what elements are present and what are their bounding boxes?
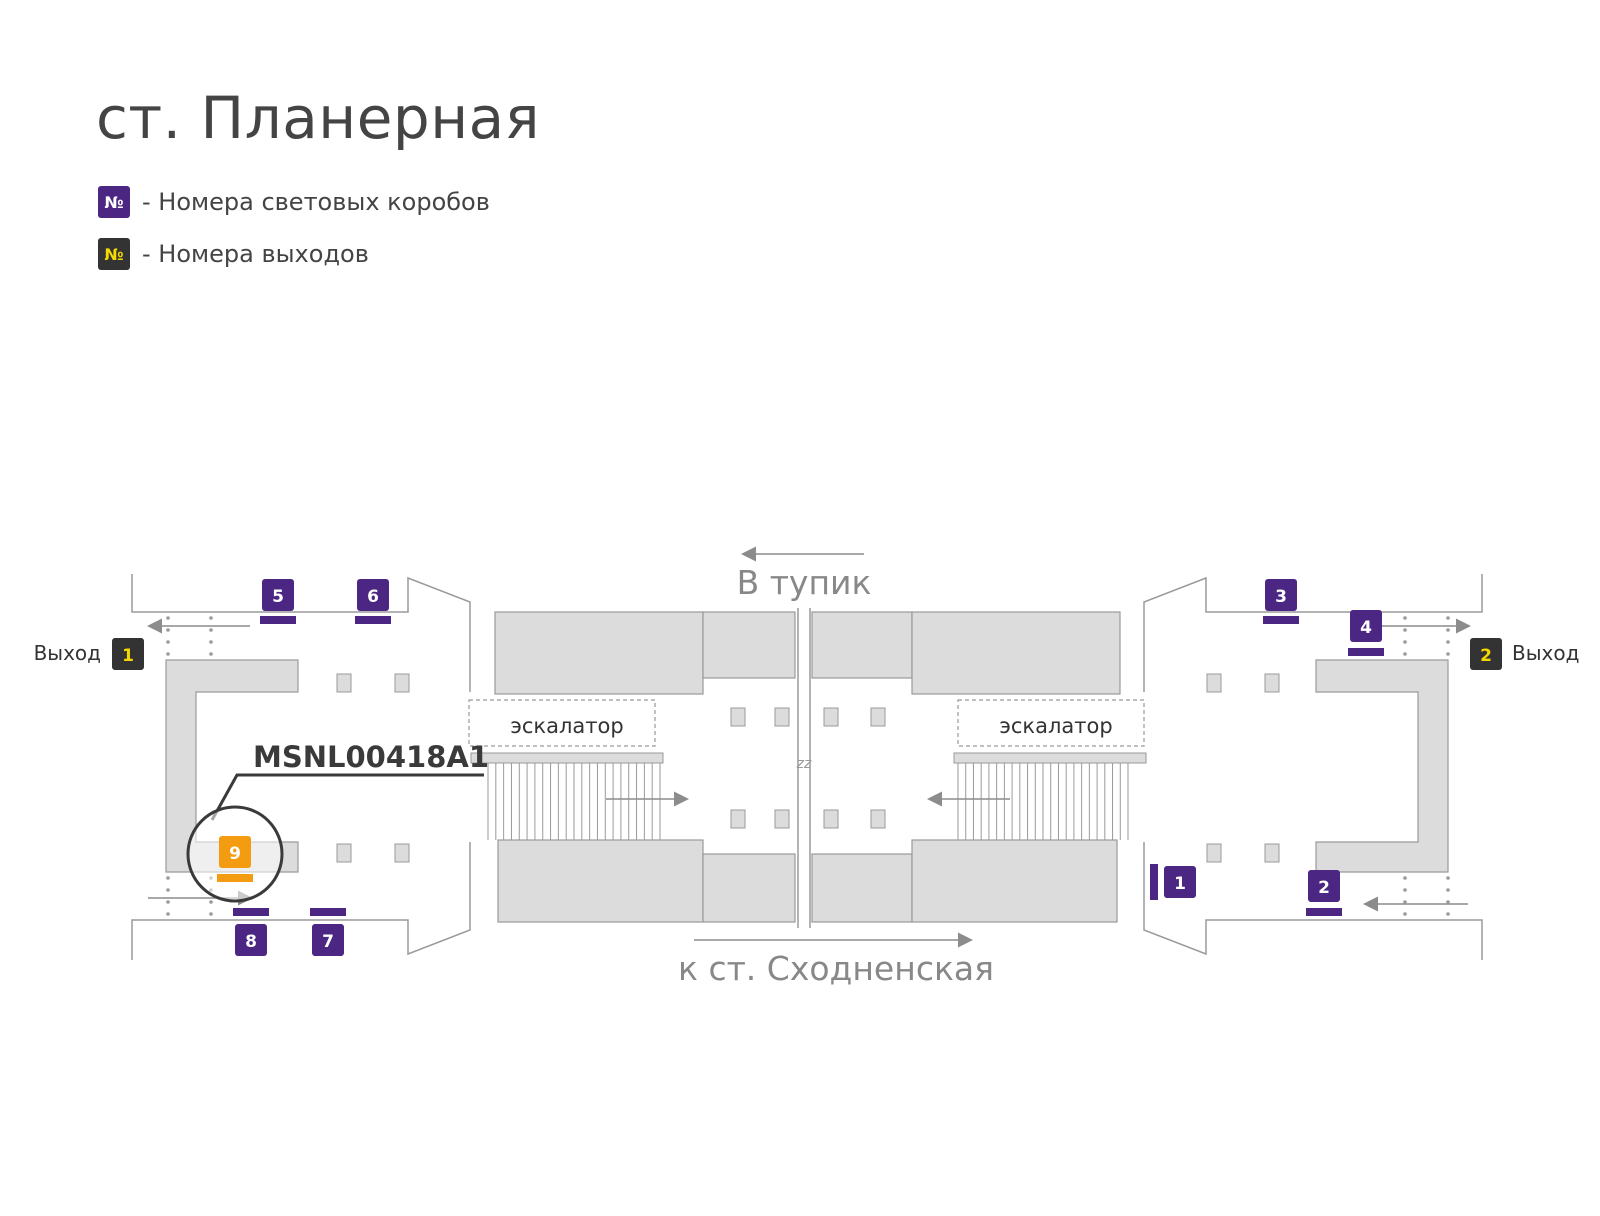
central-divider bbox=[797, 608, 811, 928]
exit-1-number: 1 bbox=[122, 646, 134, 666]
lightbox-1-number: 1 bbox=[1174, 874, 1186, 894]
lightbox-2-number: 2 bbox=[1318, 878, 1330, 898]
escalator-left-label: эскалатор bbox=[510, 714, 623, 738]
middle-mark: zz bbox=[796, 756, 812, 772]
exit-2-badge bbox=[1470, 638, 1502, 670]
highlighted-number: 9 bbox=[229, 844, 241, 864]
lightbox-8: 8 bbox=[233, 908, 269, 956]
lightbox-3: 3 bbox=[1263, 579, 1299, 624]
escalator-right-box bbox=[957, 699, 1145, 747]
left-walls bbox=[131, 574, 471, 960]
lightbox-legend-text: - Номера световых коробов bbox=[142, 188, 490, 216]
right-walls bbox=[1143, 574, 1483, 960]
platform-blocks bbox=[494, 611, 1121, 923]
lightbox-6: 6 bbox=[355, 579, 391, 624]
escalator-left-box bbox=[468, 699, 656, 747]
escalator-right-steps bbox=[957, 763, 1129, 840]
escalator-left-steps bbox=[487, 763, 661, 840]
exit-1-badge bbox=[112, 638, 144, 670]
right-u-block bbox=[1315, 659, 1449, 873]
flow-dots bbox=[166, 616, 1450, 916]
escalator-right-label: эскалатор bbox=[999, 714, 1112, 738]
lightbox-7: 7 bbox=[310, 908, 346, 956]
lightbox-legend-icon: № bbox=[98, 186, 130, 218]
legend-lightbox: № - Номера световых коробов bbox=[98, 186, 490, 218]
lightbox-5-number: 5 bbox=[272, 587, 284, 607]
lightbox-3-number: 3 bbox=[1275, 587, 1287, 607]
exit-1-label: Выход bbox=[34, 641, 101, 665]
lightbox-1: 1 bbox=[1150, 864, 1196, 900]
exit-2-label: Выход bbox=[1512, 641, 1579, 665]
direction-bottom-label: к ст. Сходненская bbox=[678, 949, 994, 988]
lightbox-8-number: 8 bbox=[245, 932, 257, 952]
highlighted-lightbox: 9 MSNL00418A1 bbox=[186, 740, 489, 903]
lightbox-4: 4 bbox=[1348, 610, 1384, 656]
exit-legend-text: - Номера выходов bbox=[142, 240, 369, 268]
lightbox-6-number: 6 bbox=[367, 587, 379, 607]
escalator-right-top-rail bbox=[953, 752, 1147, 764]
lightbox-7-number: 7 bbox=[322, 932, 334, 952]
columns bbox=[336, 673, 1280, 863]
direction-top-label: В тупик bbox=[737, 563, 872, 602]
lightbox-5: 5 bbox=[260, 579, 296, 624]
legend-exit: № - Номера выходов bbox=[98, 238, 369, 270]
lightbox-2: 2 bbox=[1306, 870, 1342, 916]
exit-legend-icon: № bbox=[98, 238, 130, 270]
page-title: ст. Планерная bbox=[96, 84, 541, 152]
highlighted-code: MSNL00418A1 bbox=[253, 740, 489, 774]
escalator-left-top-rail bbox=[470, 752, 664, 764]
lightbox-4-number: 4 bbox=[1360, 618, 1372, 638]
exit-2-number: 2 bbox=[1480, 646, 1492, 666]
